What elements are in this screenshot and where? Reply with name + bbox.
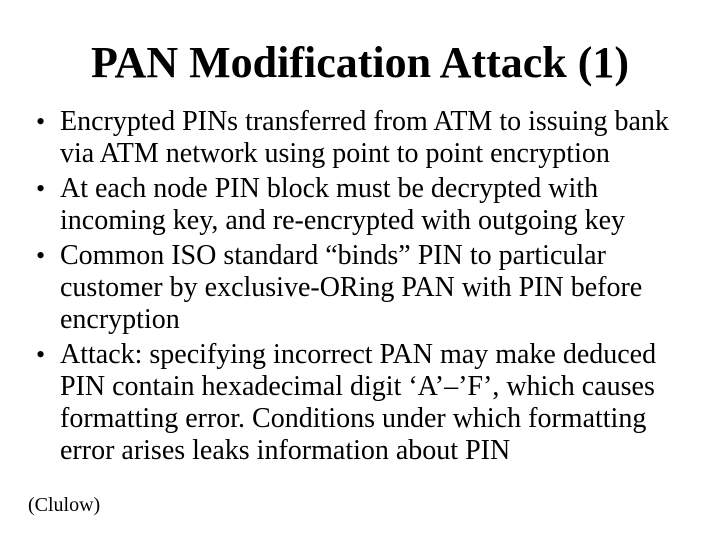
bullet-item: • Common ISO standard “binds” PIN to par… [0,240,720,336]
bullet-item: • At each node PIN block must be decrypt… [0,173,720,237]
bullet-text: Encrypted PINs transferred from ATM to i… [60,106,720,170]
bullet-icon: • [36,174,46,203]
bullet-icon: • [36,107,46,136]
bullet-line: formatting error. Conditions under which… [60,403,647,434]
bullet-line: via ATM network using point to point enc… [60,138,610,169]
bullet-icon: • [36,340,46,369]
bullet-item: • Encrypted PINs transferred from ATM to… [0,106,720,170]
bullet-text: At each node PIN block must be decrypted… [60,173,720,237]
bullet-line: Encrypted PINs transferred from ATM to i… [60,106,669,137]
bullet-line: error arises leaks information about PIN [60,435,511,466]
slide-title: PAN Modification Attack (1) [90,38,630,87]
bullet-list: • Encrypted PINs transferred from ATM to… [0,106,720,467]
bullet-item: • Attack: specifying incorrect PAN may m… [0,339,720,467]
bullet-line: Attack: specifying incorrect PAN may mak… [60,339,657,370]
bullet-line: Common ISO standard “binds” PIN to parti… [60,240,606,271]
bullet-line: At each node PIN block must be decrypted… [60,173,599,204]
bullet-line: incoming key, and re-encrypted with outg… [60,205,626,236]
bullet-line: customer by exclusive-ORing PAN with PIN… [60,272,643,303]
bullet-line: PIN contain hexadecimal digit ‘A’–’F’, w… [60,371,655,402]
bullet-line: encryption [60,304,180,335]
bullet-icon: • [36,241,46,270]
bullet-text: Common ISO standard “binds” PIN to parti… [60,240,720,336]
footnote-citation: (Clulow) [28,494,101,516]
bullet-text: Attack: specifying incorrect PAN may mak… [60,339,720,467]
